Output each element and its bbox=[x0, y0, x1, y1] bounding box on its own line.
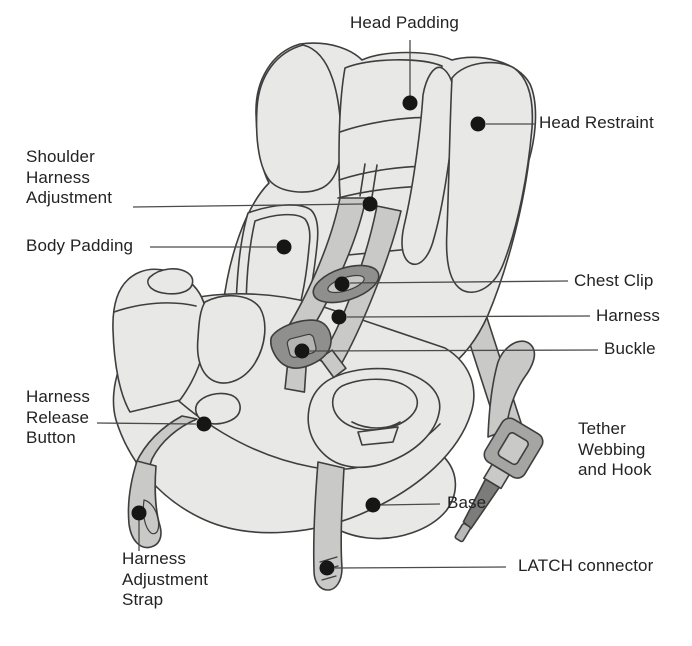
harness-adjustment-strap-part bbox=[127, 415, 198, 549]
label-harness: Harness bbox=[596, 306, 661, 325]
head-padding-dot bbox=[402, 95, 418, 111]
chest-clip-dot bbox=[334, 276, 350, 292]
buckle-leader bbox=[309, 349, 599, 352]
latch-connector-leader bbox=[334, 566, 507, 569]
left-head-wing bbox=[255, 44, 342, 193]
tether-adjuster-slot bbox=[497, 432, 529, 466]
label-buckle: Buckle bbox=[604, 339, 656, 358]
harness-release-button-leader bbox=[96, 422, 197, 425]
left-armrest bbox=[112, 268, 266, 413]
harness-leader bbox=[346, 315, 591, 318]
buckle-dot bbox=[294, 343, 310, 359]
base-leader bbox=[380, 503, 441, 506]
leader-lines bbox=[96, 40, 599, 569]
shoulder-harness-adjustment-slot bbox=[359, 163, 378, 198]
head-restraint-dot bbox=[470, 116, 486, 132]
label-base: Base bbox=[447, 493, 487, 512]
cup-holder-armrest bbox=[307, 367, 441, 469]
shoulder-harness-adjustment-dot bbox=[362, 196, 378, 212]
label-shoulder-harness-adjustment: Shoulder Harness Adjustment bbox=[26, 147, 113, 207]
label-body-padding: Body Padding bbox=[26, 236, 134, 255]
tether-hook-tip bbox=[454, 522, 472, 543]
callout-dots bbox=[131, 95, 486, 576]
label-head-padding: Head Padding bbox=[350, 13, 459, 32]
label-chest-clip: Chest Clip bbox=[574, 271, 654, 290]
harness-dot bbox=[331, 309, 347, 325]
chest-clip-leader bbox=[349, 280, 569, 284]
body-padding-dot bbox=[276, 239, 292, 255]
label-tether-webbing-and-hook: Tether Webbing and Hook bbox=[578, 419, 652, 479]
head-restraint-part bbox=[445, 61, 534, 293]
tether-strap-fold bbox=[487, 340, 536, 438]
label-harness-adjustment-strap: Harness Adjustment Strap bbox=[122, 549, 209, 609]
tether-webbing-and-hook-part bbox=[454, 289, 544, 543]
latch-connector-dot bbox=[319, 560, 335, 576]
label-harness-release-button: Harness Release Button bbox=[26, 387, 91, 447]
shoulder-harness-adjustment-leader bbox=[132, 203, 363, 208]
label-latch-connector: LATCH connector bbox=[518, 556, 654, 575]
label-head-restraint: Head Restraint bbox=[539, 113, 654, 132]
harness-adjustment-strap-dot bbox=[131, 505, 147, 521]
harness-release-button-dot bbox=[196, 416, 212, 432]
base-dot bbox=[365, 497, 381, 513]
latch-connector-part bbox=[312, 461, 345, 591]
